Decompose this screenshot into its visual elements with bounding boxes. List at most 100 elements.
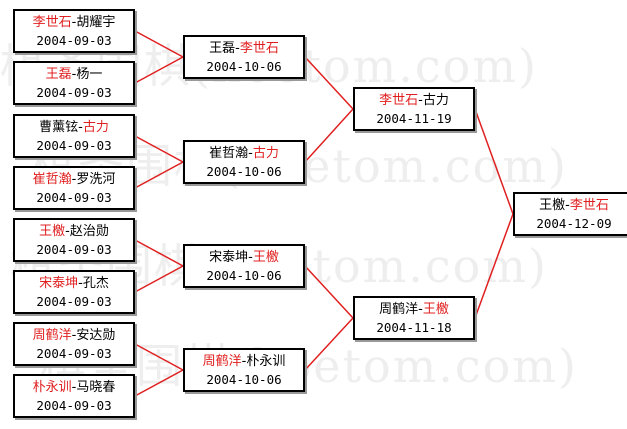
winner-name: 朴永训 (32, 380, 72, 395)
winner-name: 王檄 (39, 224, 66, 239)
match-date: 2004-09-03 (36, 398, 112, 413)
match-date: 2004-12-09 (536, 216, 612, 231)
winner-name: 周鹤洋 (32, 328, 72, 343)
match-date: 2004-10-06 (206, 372, 282, 387)
match-date: 2004-09-03 (36, 242, 112, 257)
match-players: 周鹤洋-王檄 (355, 301, 473, 319)
match-players: 朴永训-马晓春 (15, 379, 133, 397)
name-separator: - (71, 67, 77, 82)
connector-line (134, 369, 184, 397)
match-players: 李世石-胡耀宇 (15, 14, 133, 32)
match-players: 李世石-古力 (355, 92, 473, 110)
player-name: 宋泰坤 (209, 250, 249, 265)
match-date: 2004-09-03 (36, 190, 112, 205)
name-separator: - (418, 93, 423, 108)
match-players: 宋泰坤-孔杰 (15, 275, 133, 293)
match-players: 王磊-李世石 (185, 40, 303, 58)
connector-line (304, 317, 354, 371)
match-date: 2004-10-06 (206, 59, 282, 74)
player-name: 古力 (422, 93, 449, 108)
name-separator: - (71, 328, 77, 343)
connector-line (304, 265, 354, 319)
connector-line (134, 265, 184, 293)
player-name: 安达勋 (76, 328, 116, 343)
connector-line (474, 213, 514, 319)
match-players: 周鹤洋-朴永训 (185, 353, 303, 371)
match-box: 王檄-赵治勋 2004-09-03 (13, 218, 135, 262)
match-date: 2004-09-03 (36, 294, 112, 309)
player-name: 罗洗河 (76, 172, 116, 187)
match-date: 2004-09-03 (36, 346, 112, 361)
player-name: 孔杰 (82, 276, 109, 291)
name-separator: - (241, 354, 247, 369)
player-name: 王磊 (209, 41, 236, 56)
winner-name: 李世石 (379, 93, 419, 108)
match-players: 宋泰坤-王檄 (185, 249, 303, 267)
player-name: 曹薰铉 (39, 120, 79, 135)
name-separator: - (71, 172, 77, 187)
winner-name: 王檄 (422, 302, 449, 317)
connector-line (474, 108, 514, 215)
name-separator: - (248, 250, 253, 265)
connector-line (304, 108, 354, 163)
winner-name: 李世石 (239, 41, 279, 56)
name-separator: - (565, 198, 570, 213)
connector-line (134, 239, 184, 267)
name-separator: - (78, 276, 83, 291)
player-name: 王檄 (539, 198, 566, 213)
name-separator: - (65, 224, 70, 239)
player-name: 崔哲瀚 (209, 146, 249, 161)
winner-name: 王磊 (45, 67, 72, 82)
player-name: 赵治勋 (69, 224, 109, 239)
name-separator: - (418, 302, 423, 317)
match-date: 2004-09-03 (36, 138, 112, 153)
match-players: 周鹤洋-安达勋 (15, 327, 133, 345)
player-name: 马晓春 (76, 380, 116, 395)
match-date: 2004-09-03 (36, 33, 112, 48)
match-players: 曹薰铉-古力 (15, 119, 133, 137)
match-date: 2004-10-06 (206, 268, 282, 283)
winner-name: 崔哲瀚 (32, 172, 72, 187)
connector-line (304, 56, 354, 110)
winner-name: 古力 (82, 120, 109, 135)
match-players: 王檄-李世石 (515, 197, 627, 215)
connector-line (134, 56, 184, 84)
match-players: 崔哲瀚-罗洗河 (15, 171, 133, 189)
match-date: 2004-10-06 (206, 164, 282, 179)
winner-name: 周鹤洋 (202, 354, 242, 369)
match-date: 2004-09-03 (36, 85, 112, 100)
winner-name: 李世石 (569, 198, 609, 213)
winner-name: 宋泰坤 (39, 276, 79, 291)
winner-name: 王檄 (252, 250, 279, 265)
player-name: 朴永训 (246, 354, 286, 369)
match-players: 崔哲瀚-古力 (185, 145, 303, 163)
match-date: 2004-11-18 (376, 320, 452, 335)
winner-name: 李世石 (32, 15, 72, 30)
player-name: 杨一 (76, 67, 103, 82)
connector-line (134, 343, 184, 371)
name-separator: - (235, 41, 240, 56)
match-date: 2004-11-19 (376, 111, 452, 126)
name-separator: - (71, 15, 77, 30)
winner-name: 古力 (252, 146, 279, 161)
name-separator: - (78, 120, 83, 135)
name-separator: - (248, 146, 253, 161)
name-separator: - (71, 380, 77, 395)
match-players: 王磊-杨一 (15, 66, 133, 84)
connector-line (134, 30, 184, 58)
